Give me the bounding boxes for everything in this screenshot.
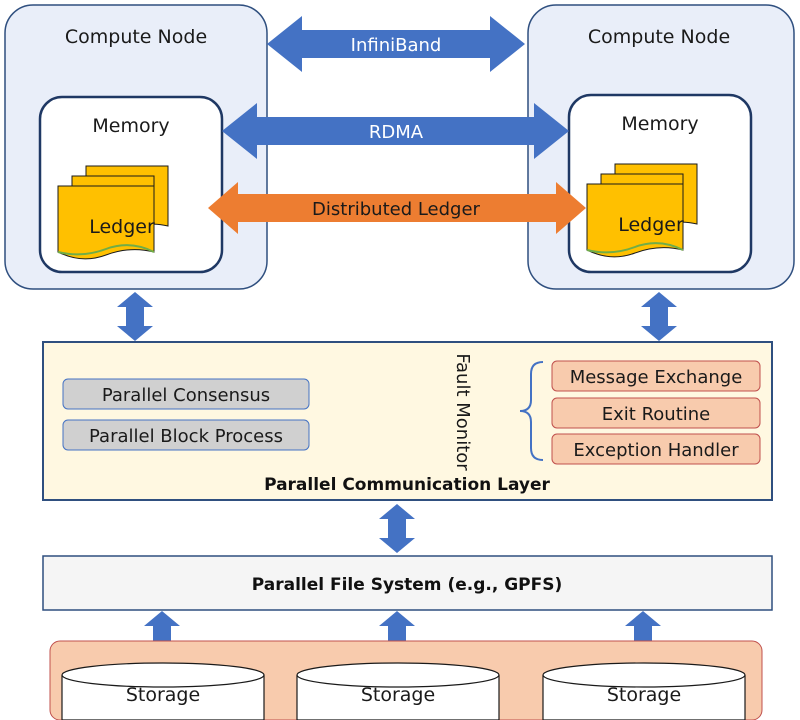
fault-monitor-label: Fault Monitor [452, 353, 473, 471]
storage-3-label: Storage [607, 684, 681, 706]
fault-monitor-brace [519, 361, 544, 461]
message-exchange-label: Message Exchange [570, 367, 743, 388]
ledger-left-icon [57, 165, 169, 260]
compute-node-right-title: Compute Node [588, 26, 730, 48]
node-right-to-comm-arrow [641, 292, 677, 341]
communication-layer: Parallel Consensus Parallel Block Proces… [42, 341, 773, 501]
storage-cylinder-3 [542, 662, 746, 720]
exit-routine-box [551, 397, 761, 429]
parallel-consensus-box [62, 378, 310, 410]
exception-handler-box [551, 433, 761, 465]
infiniband-arrow [267, 16, 525, 72]
storage-cylinder-2 [296, 662, 500, 720]
compute-node-right: Compute Node Memory Ledger [527, 4, 795, 290]
exit-routine-label: Exit Routine [602, 404, 710, 425]
parallel-block-process-label: Parallel Block Process [89, 426, 283, 447]
file-system-box [42, 555, 773, 611]
storage-cylinder-1 [61, 662, 265, 720]
storage-layer: Storage Storage Storage [49, 640, 763, 720]
memory-left-label: Memory [92, 115, 169, 137]
rdma-arrow [222, 103, 569, 159]
parallel-block-process-box [62, 419, 310, 451]
ledger-right-label: Ledger [618, 214, 684, 236]
message-exchange-box [551, 360, 761, 392]
file-system-title: Parallel File System (e.g., GPFS) [252, 575, 563, 595]
comm-to-filesystem-arrow [379, 504, 415, 553]
storage-1-label: Storage [126, 684, 200, 706]
communication-layer-title: Parallel Communication Layer [264, 475, 550, 495]
exception-handler-label: Exception Handler [573, 440, 739, 461]
storage-2-label: Storage [361, 684, 435, 706]
parallel-consensus-label: Parallel Consensus [102, 385, 270, 406]
ledger-left-label: Ledger [89, 216, 155, 238]
rdma-label: RDMA [369, 122, 424, 143]
infiniband-label: InfiniBand [351, 35, 442, 56]
ledger-right-icon [586, 163, 698, 258]
compute-node-left: Compute Node Memory Ledger [4, 4, 268, 290]
distributed-ledger-label: Distributed Ledger [312, 199, 481, 220]
compute-node-left-title: Compute Node [65, 26, 207, 48]
memory-right-label: Memory [621, 113, 698, 135]
node-left-to-comm-arrow [117, 292, 153, 341]
distributed-ledger-arrow [208, 182, 586, 234]
